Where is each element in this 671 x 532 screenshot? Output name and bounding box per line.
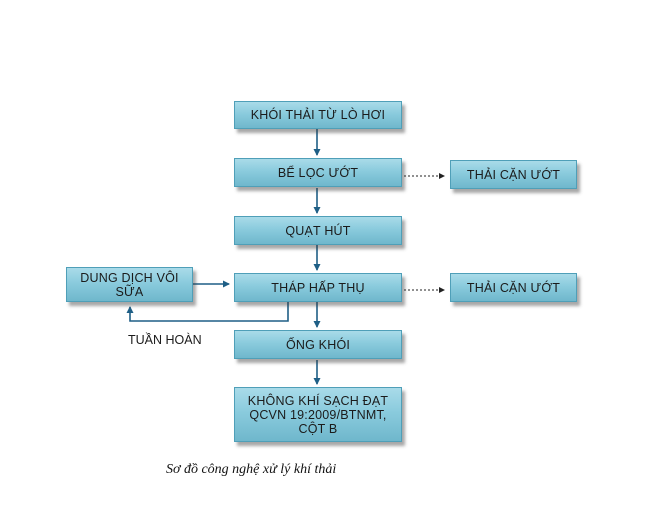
node-boiler-exhaust-label: KHÓI THẢI TỪ LÒ HƠI [250,108,386,122]
node-absorption-tower: THÁP HẤP THỤ [234,273,402,302]
node-chimney: ỐNG KHÓI [234,330,402,359]
node-clean-air-line2: QCVN 19:2009/BTNMT, [249,407,387,422]
node-lime-solution-line1: DUNG DỊCH VÔI [80,270,179,285]
node-wet-filter-label: BỂ LỌC ƯỚT [277,165,359,180]
recirculation-label: TUẦN HOÀN [128,333,202,347]
node-boiler-exhaust: KHÓI THẢI TỪ LÒ HƠI [234,101,402,129]
node-wet-residue-2-label: THẢI CẶN ƯỚT [466,280,561,295]
node-lime-solution: DUNG DỊCH VÔI SỮA [66,267,193,302]
node-clean-air-line3: CỘT B [298,421,338,436]
node-wet-residue-1-label: THẢI CẶN ƯỚT [466,167,561,182]
node-lime-solution-line2: SỮA [115,284,144,299]
node-wet-residue-2: THẢI CẶN ƯỚT [450,273,577,302]
diagram-caption: Sơ đồ công nghệ xử lý khí thải [166,462,337,477]
node-chimney-label: ỐNG KHÓI [285,337,351,352]
node-clean-air-line1: KHÔNG KHÍ SẠCH ĐẠT [247,393,389,408]
node-wet-filter: BỂ LỌC ƯỚT [234,158,402,187]
node-suction-fan-label: QUẠT HÚT [285,223,351,238]
arrow-recirculation [126,302,289,322]
node-suction-fan: QUẠT HÚT [234,216,402,245]
node-clean-air: KHÔNG KHÍ SẠCH ĐẠT QCVN 19:2009/BTNMT, C… [234,387,402,442]
node-absorption-tower-label: THÁP HẤP THỤ [271,280,365,295]
node-wet-residue-1: THẢI CẶN ƯỚT [450,160,577,189]
